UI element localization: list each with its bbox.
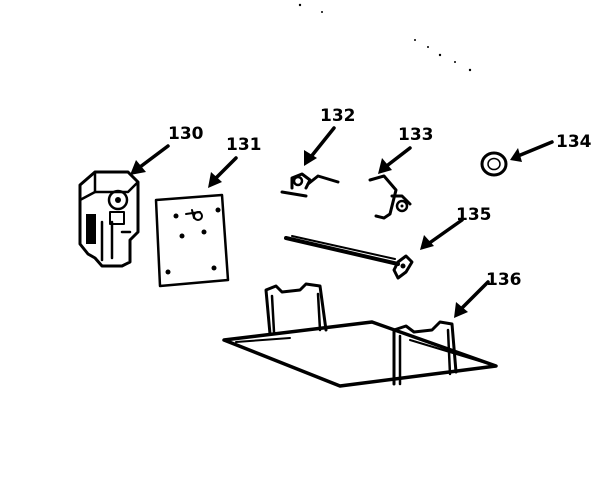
callout-134: 134	[556, 132, 592, 152]
callout-136: 136	[486, 270, 522, 290]
arrow-133	[378, 146, 412, 174]
callout-130: 130	[168, 124, 204, 144]
scan-specks	[298, 3, 472, 72]
part-134-grommet	[480, 151, 508, 177]
arrow-131	[208, 156, 238, 188]
part-130-gear-motor	[78, 170, 140, 268]
callout-132: 132	[320, 106, 356, 126]
part-135-shaft-rod	[284, 235, 414, 280]
callout-135: 135	[456, 205, 492, 225]
part-131-mounting-plate	[154, 193, 230, 288]
arrow-136	[454, 280, 490, 318]
arrow-132	[304, 126, 336, 166]
callout-labels: 130 131 132 133 134 135 136	[168, 106, 592, 290]
leader-arrows	[130, 126, 554, 318]
part-133-wire-bracket	[368, 174, 412, 220]
arrow-130	[130, 144, 170, 175]
callout-133: 133	[398, 125, 434, 145]
arrow-135	[420, 218, 464, 250]
callout-131: 131	[226, 135, 262, 155]
part-132-spring-clip	[280, 172, 340, 198]
part-136-wire-rack	[222, 282, 498, 388]
arrow-134	[510, 140, 554, 162]
